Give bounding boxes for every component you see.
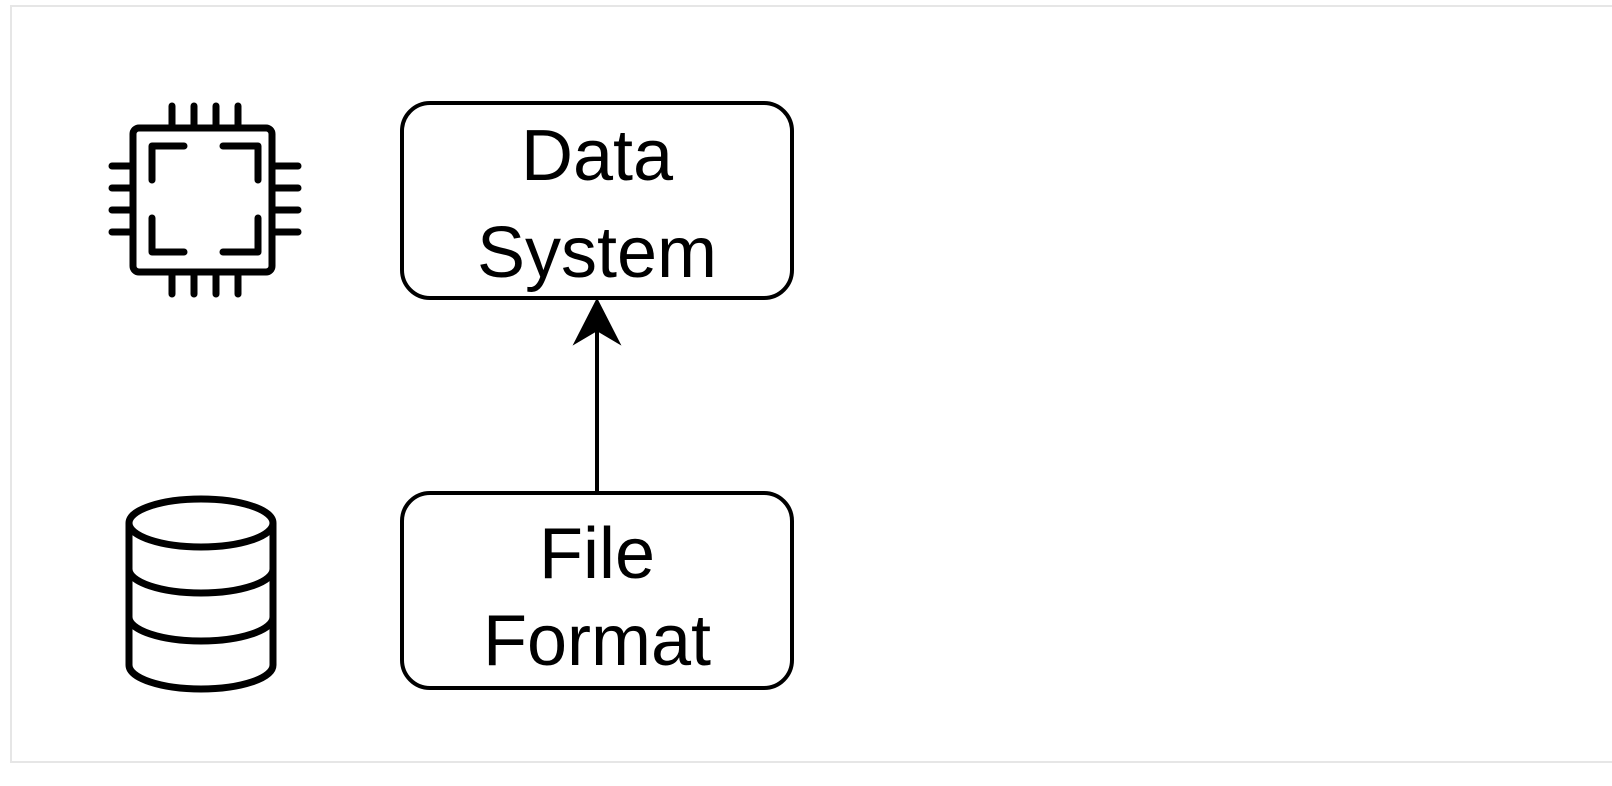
node-data-system-line1: Data [521,116,674,196]
edge-file-format-to-data-system [572,297,622,493]
database-icon [125,495,277,693]
node-file-format-line1: File [539,514,655,594]
node-file-format-line2: Format [483,601,711,681]
node-data-system: Data System [400,101,794,300]
arrowhead-icon [572,297,622,346]
node-file-format: File Format [400,491,794,690]
cpu-chip-icon [108,102,302,298]
node-data-system-line2: System [477,213,717,293]
diagram-canvas [10,5,1612,763]
